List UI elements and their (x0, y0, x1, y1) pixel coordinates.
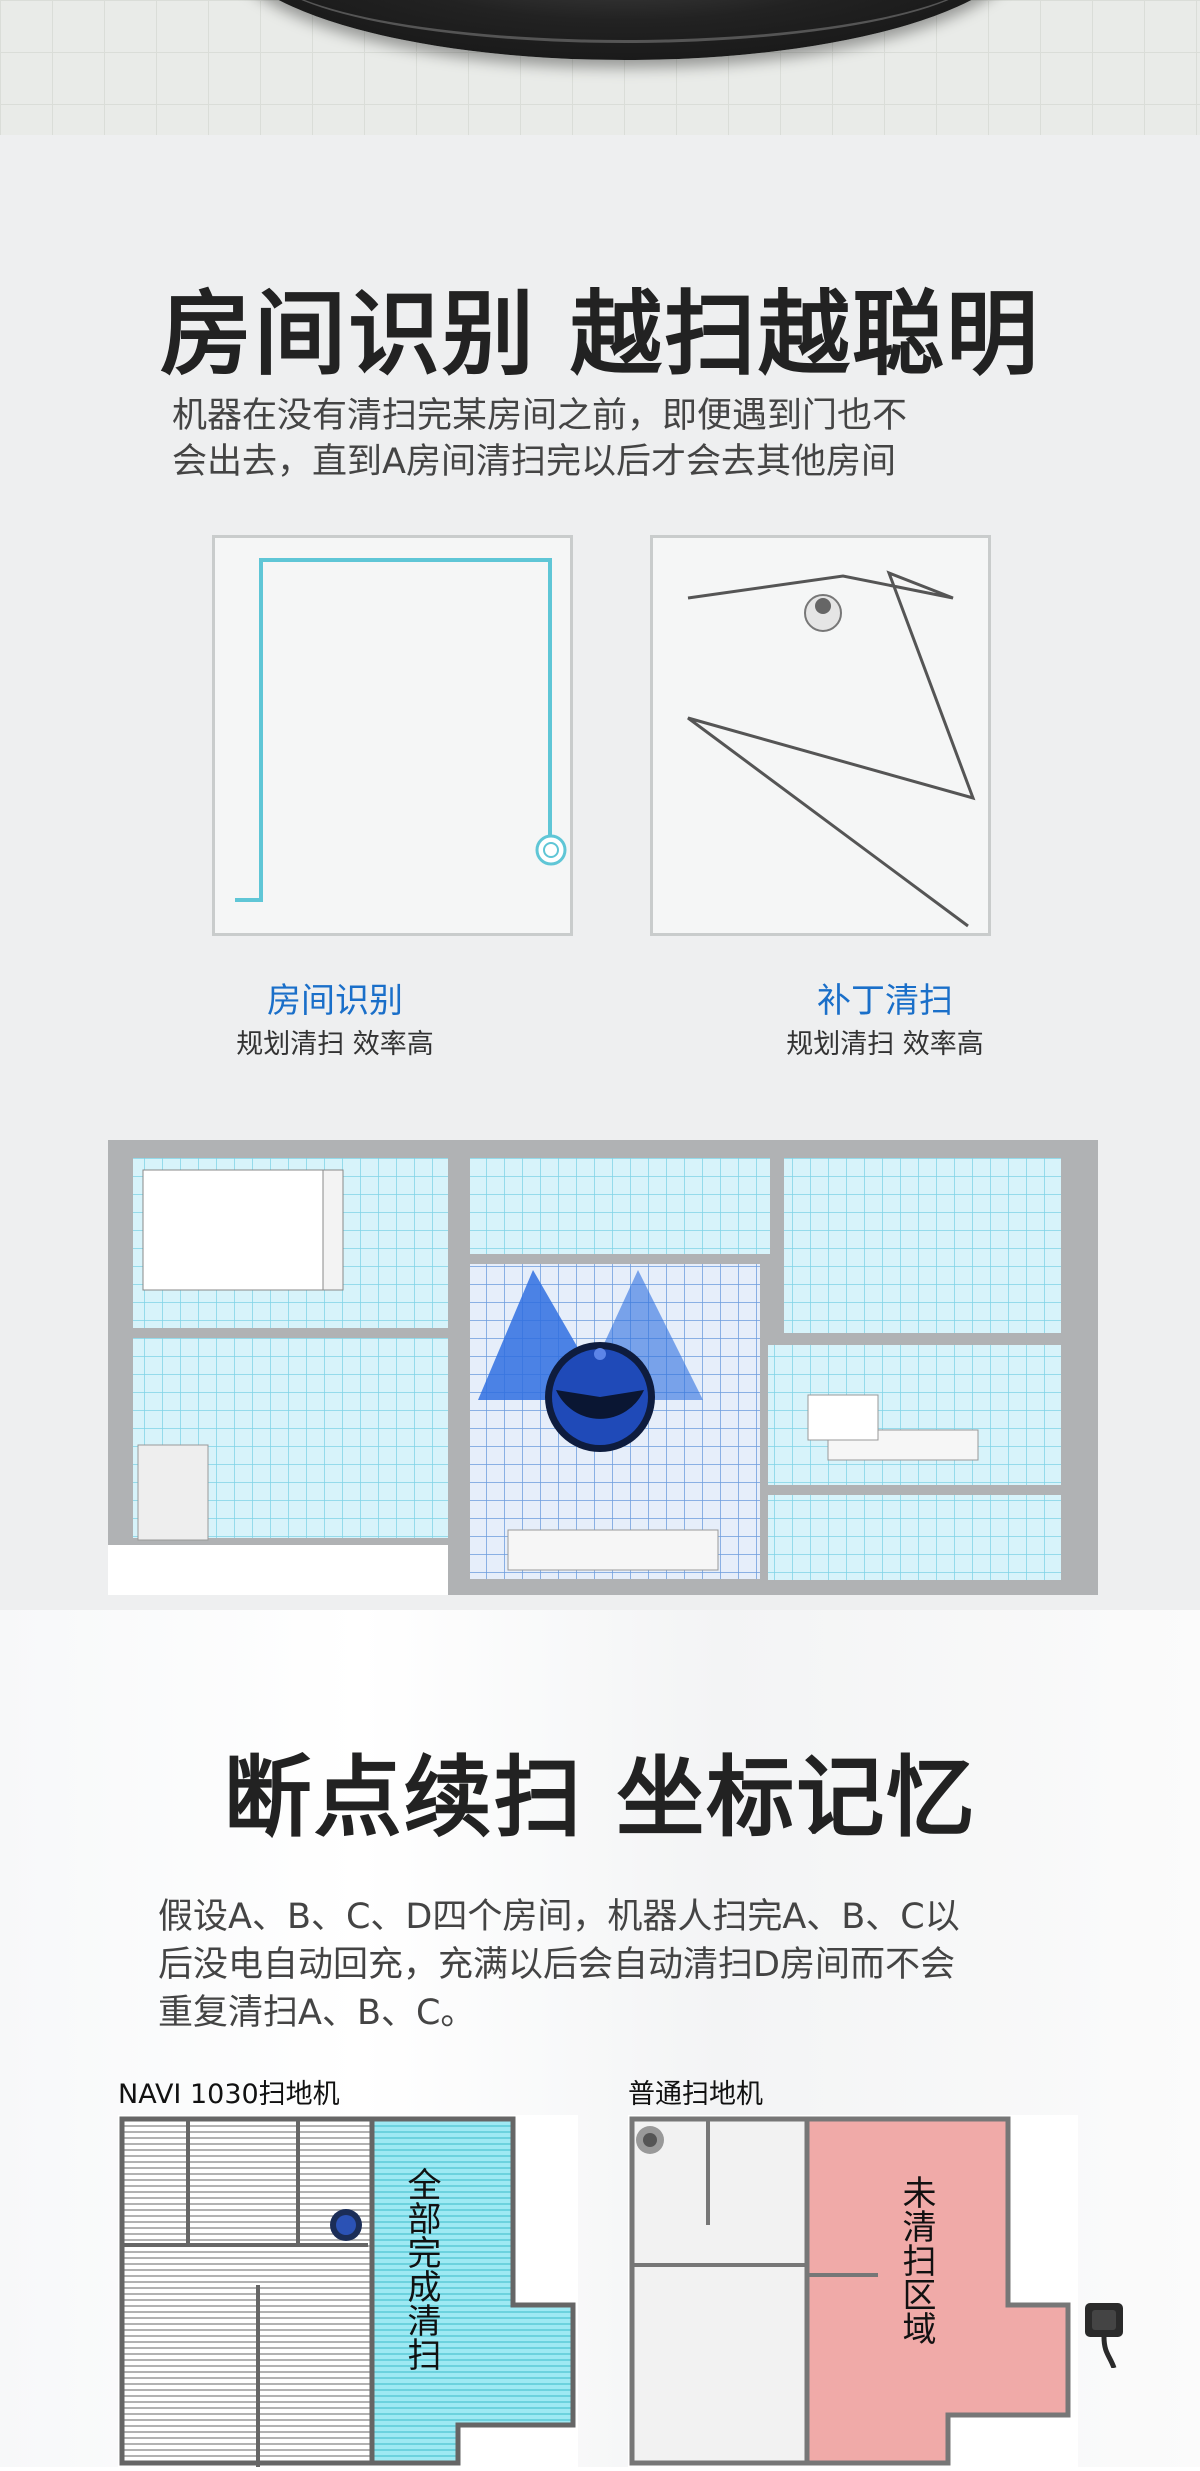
section-desc-line1: 机器在没有清扫完某房间之前，即便遇到门也不 (172, 396, 908, 436)
power-adapter-icon (1080, 2298, 1130, 2369)
section-title: 房间识别 越扫越聪明 (159, 281, 1041, 388)
section-desc-line2: 后没电自动回充，充满以后会自动清扫D房间而不会 (158, 1945, 955, 1985)
room-recognition-diagram (212, 535, 573, 936)
robot-position-icon (535, 834, 567, 866)
right-caption-sub: 规划清扫 效率高 (786, 1029, 984, 1060)
resume-cleaning-section: 断点续扫 坐标记忆 假设A、B、C、D四个房间，机器人扫完A、B、C以 后没电自… (0, 1610, 1200, 2467)
section-desc-line3: 重复清扫A、B、C。 (158, 1993, 476, 2033)
section-desc-line1: 假设A、B、C、D四个房间，机器人扫完A、B、C以 (158, 1897, 960, 1937)
robot-vacuum-icon (553, 1330, 647, 1424)
ordinary-plan-svg (628, 2115, 1078, 2467)
floor-plan-map (108, 1140, 1098, 1595)
section-desc-line2: 会出去，直到A房间清扫完以后才会去其他房间 (172, 442, 896, 482)
left-plan-label: NAVI 1030扫地机 (118, 2079, 340, 2110)
uncleaned-area-label: 未清扫区域 (896, 2175, 936, 2345)
left-caption-sub: 规划清扫 效率高 (236, 1029, 434, 1060)
hero-image-strip (0, 0, 1200, 135)
section-title: 断点续扫 坐标记忆 (223, 1746, 977, 1849)
ordinary-robot-floor-plan: 未清扫区域 (628, 2115, 1078, 2467)
cleaned-area-label: 全部完成清扫 (401, 2167, 441, 2371)
left-caption-title: 房间识别 (267, 981, 403, 1021)
cleaning-path-diagram (235, 558, 567, 902)
patch-cleaning-diagram (650, 535, 991, 936)
navi-plan-svg (118, 2115, 578, 2467)
right-plan-label: 普通扫地机 (628, 2079, 763, 2110)
robot-vacuum-rim (260, 0, 990, 43)
random-path-diagram (687, 570, 976, 928)
right-caption-title: 补丁清扫 (817, 981, 953, 1021)
navi-1030-floor-plan: 全部完成清扫 (118, 2115, 578, 2467)
floor-plan-svg (108, 1140, 1098, 1595)
